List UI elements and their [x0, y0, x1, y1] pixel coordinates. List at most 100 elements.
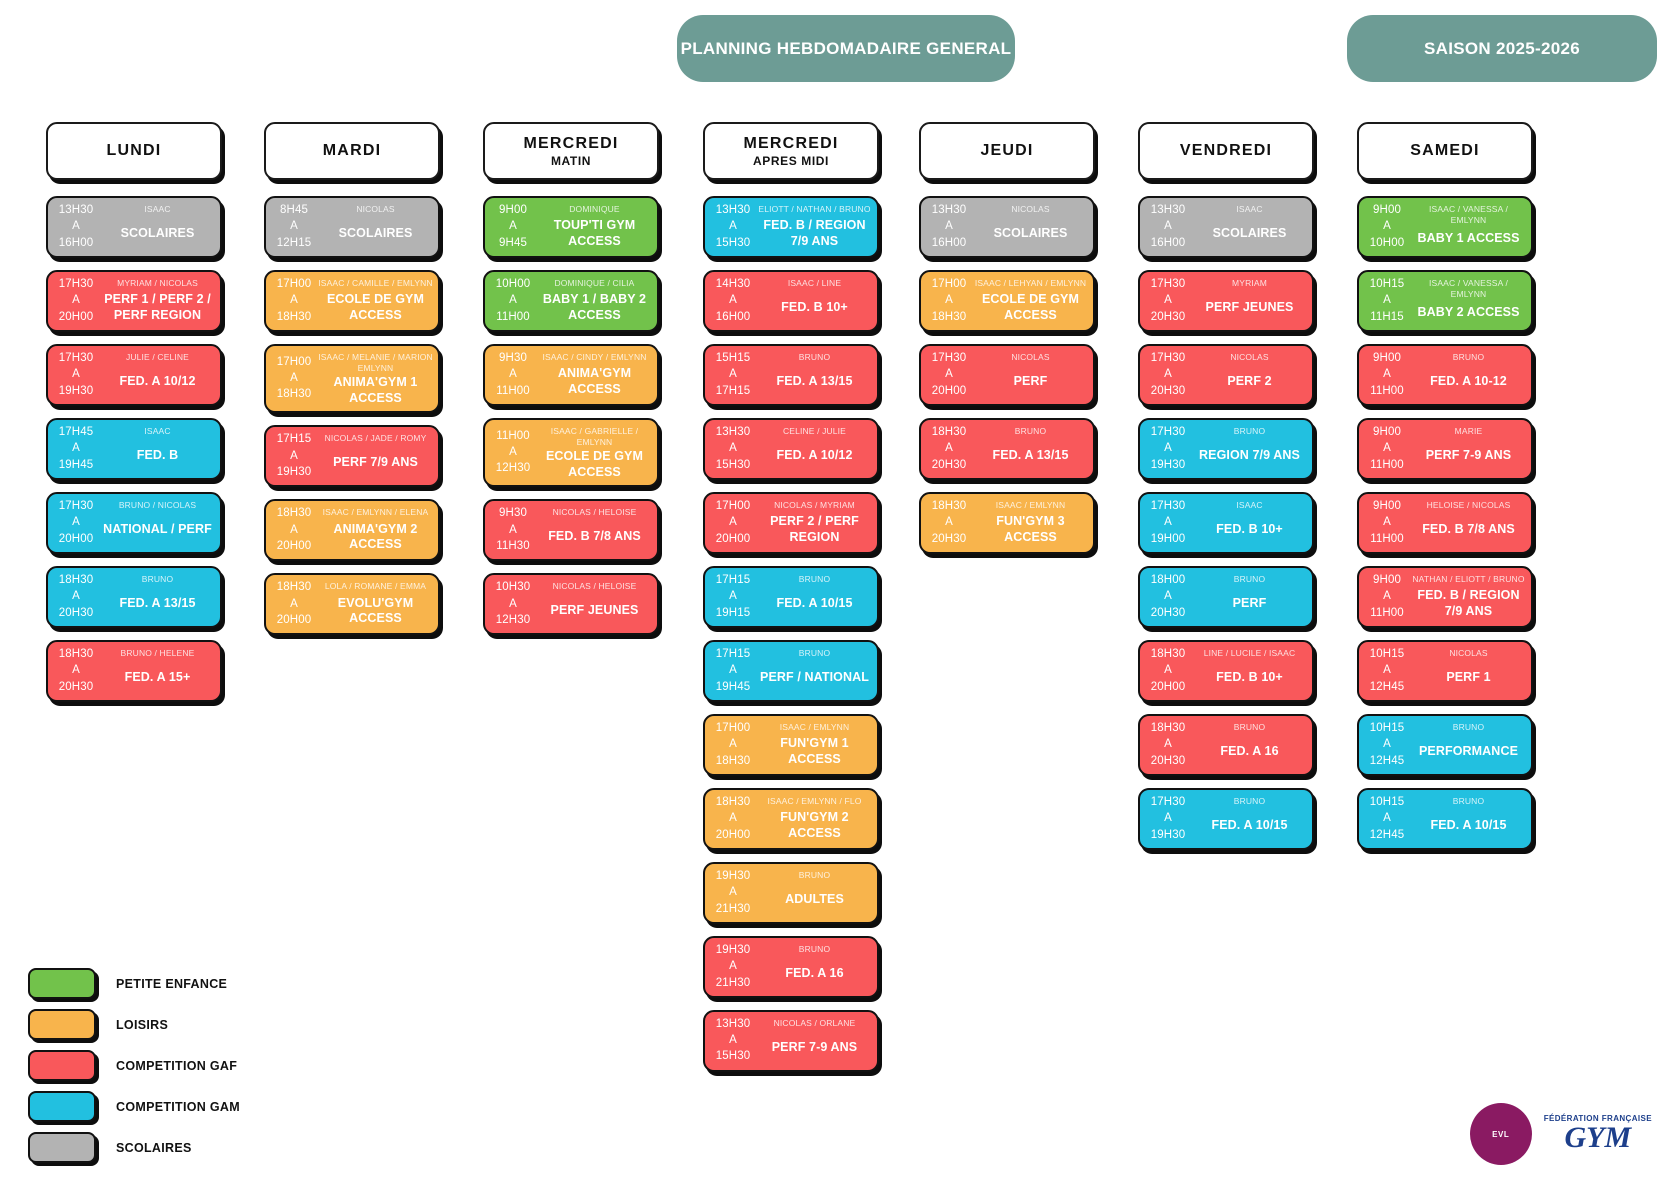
session-start-time: 17H30 — [1150, 795, 1186, 808]
day-header[interactable]: SAMEDI — [1357, 122, 1533, 180]
legend-row: COMPETITION GAF — [28, 1050, 298, 1081]
session-title: FUN'GYM 1 ACCESS — [780, 736, 849, 766]
day-header[interactable]: MARDI — [264, 122, 440, 180]
session-start-time: 18H30 — [715, 795, 751, 808]
day-header[interactable]: VENDREDI — [1138, 122, 1314, 180]
day-header[interactable]: LUNDI — [46, 122, 222, 180]
session-time-separator: A — [729, 516, 737, 529]
session-time-separator: A — [729, 1034, 737, 1047]
session-end-time: 20H30 — [931, 532, 967, 545]
planning-title-text: PLANNING HEBDOMADAIRE GENERAL — [680, 38, 1012, 58]
session-title: SCOLAIRES — [338, 225, 413, 240]
session-end-time: 11H00 — [496, 384, 530, 397]
federation-logo: FÉDÉRATION FRANÇAISE GYM — [1544, 1115, 1652, 1153]
session-end-time: 18H30 — [276, 388, 312, 401]
session-end-time: 19H30 — [1150, 828, 1186, 841]
session-time-separator: A — [1164, 516, 1172, 529]
session-time-separator: A — [1164, 442, 1172, 455]
session-start-time: 18H30 — [58, 647, 94, 660]
session-end-time: 18H30 — [276, 310, 312, 323]
legend-swatch-loisirs — [28, 1009, 96, 1040]
session-start-time: 13H30 — [715, 425, 751, 438]
session-coaches: BRUNO — [141, 573, 174, 584]
session-coaches: ISAAC — [1236, 204, 1263, 214]
session-time-separator: A — [729, 664, 737, 677]
session-time-separator: A — [729, 294, 737, 307]
session-title: FED. B 7/8 ANS — [548, 529, 641, 544]
session-title: FED. A 16 — [785, 965, 844, 980]
day-header[interactable]: JEUDI — [919, 122, 1095, 180]
session-title: BABY 2 ACCESS — [1417, 305, 1520, 320]
